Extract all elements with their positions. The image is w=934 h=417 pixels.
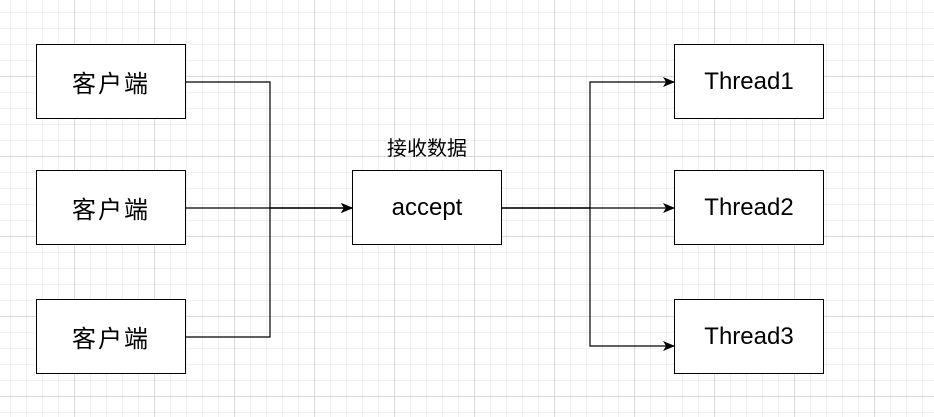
accept-node[interactable]: accept [352,170,502,245]
connector-client-3-to-accept [186,203,353,338]
thread-node-label: Thread2 [704,193,794,221]
client-node-label: 客户端 [72,196,150,224]
thread-node-label: Thread1 [704,67,794,95]
client-node-2[interactable]: 客户端 [36,170,186,245]
client-node-1[interactable]: 客户端 [36,44,186,119]
thread-node-1[interactable]: Thread1 [674,44,824,119]
accept-incoming-label: 接收数据 [387,136,467,160]
thread-node-2[interactable]: Thread2 [674,170,824,245]
client-node-label: 客户端 [72,325,150,353]
connector-client-1-to-accept [186,81,353,213]
accept-node-label: accept [391,193,463,221]
thread-node-3[interactable]: Thread3 [674,299,824,374]
connector-accept-to-thread-1 [502,77,675,209]
client-node-label: 客户端 [72,70,150,98]
client-node-3[interactable]: 客户端 [36,299,186,374]
thread-node-label: Thread3 [704,322,794,350]
connector-accept-to-thread-3 [502,207,675,351]
